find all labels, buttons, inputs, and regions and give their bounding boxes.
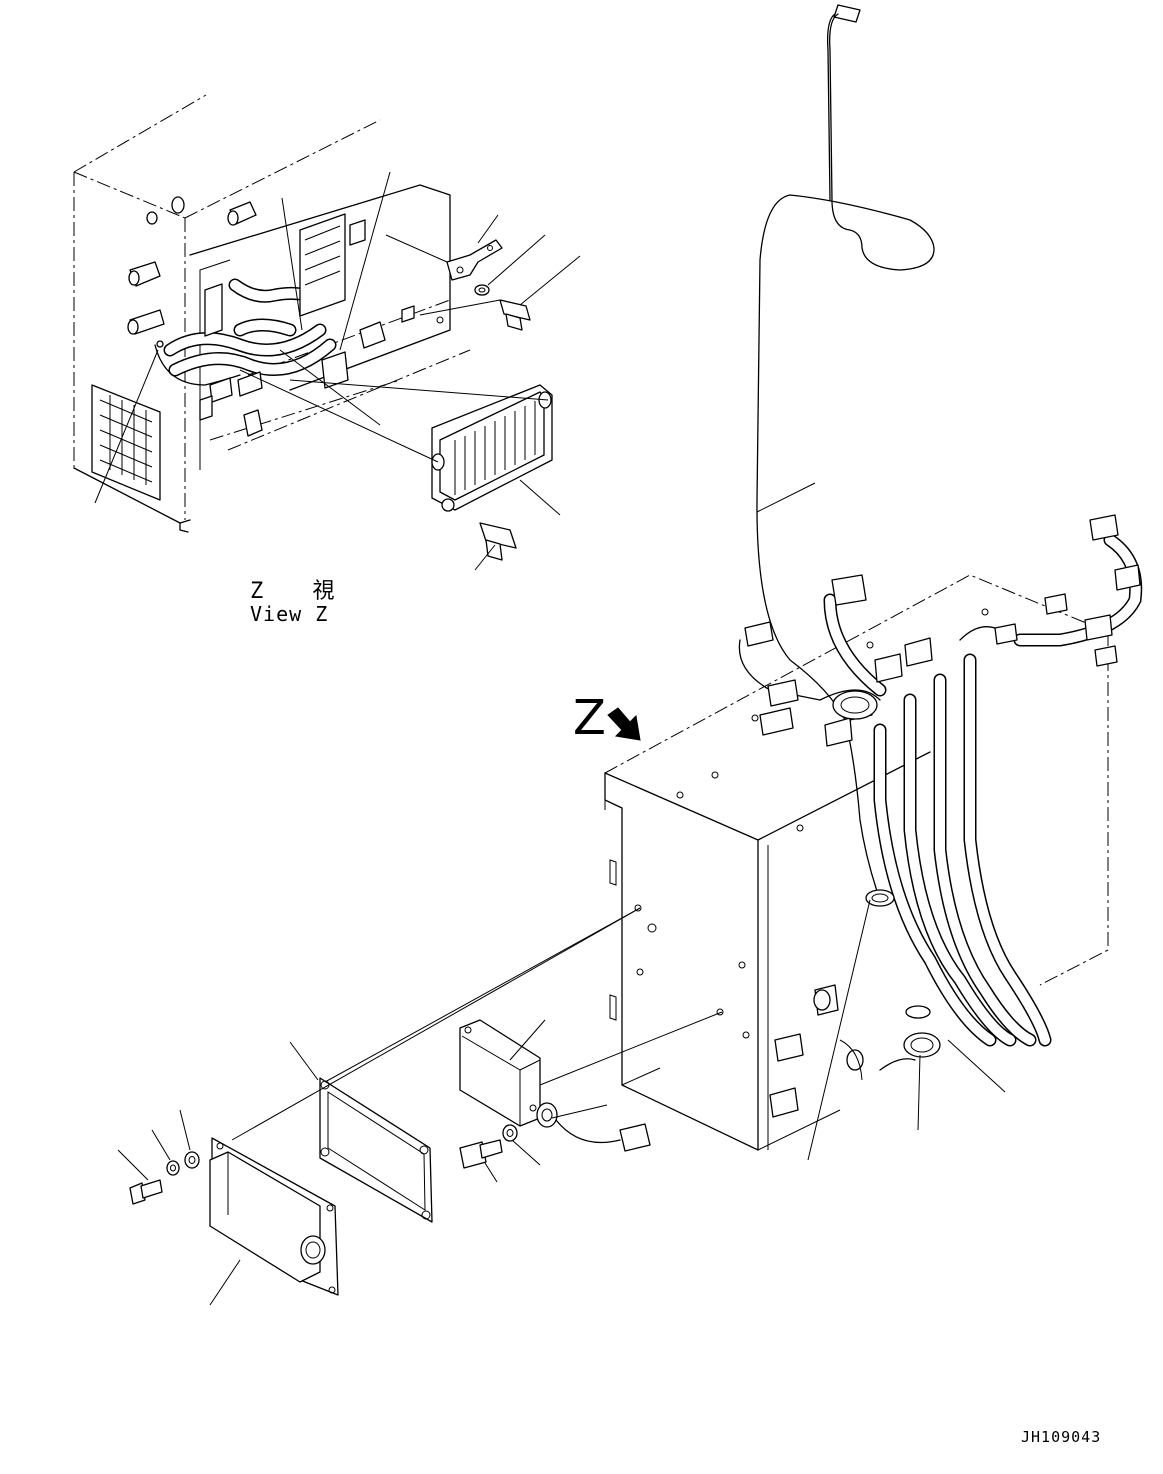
drawing-number: JH109043 [1021, 1428, 1102, 1446]
cover-fasteners [129, 1151, 200, 1205]
fuse-box [91, 384, 161, 501]
view-z-detail [73, 94, 581, 571]
view-label-japanese: Z 視 [250, 579, 353, 604]
controller-unit [239, 369, 553, 561]
view-label-english: View Z [250, 602, 329, 626]
view-direction-letter: Z [573, 690, 606, 746]
view-z-harness [154, 213, 444, 421]
box-top-holes [676, 608, 989, 832]
gasket [319, 1077, 433, 1223]
hose-bundle [738, 533, 1143, 1047]
view-z-leaders [94, 171, 581, 571]
mounting-studs [127, 196, 263, 437]
relay-module [459, 1019, 651, 1169]
view-z-direction-arrow [607, 707, 641, 741]
main-leaders [117, 899, 1006, 1306]
harness-connectors [744, 514, 1141, 1118]
main-control-box [604, 574, 1109, 1151]
cover [209, 1137, 339, 1296]
hose-clamps [865, 889, 941, 1071]
box-front-holes [609, 859, 750, 1039]
exploded-parts [129, 907, 723, 1296]
bracket-parts [385, 234, 531, 331]
